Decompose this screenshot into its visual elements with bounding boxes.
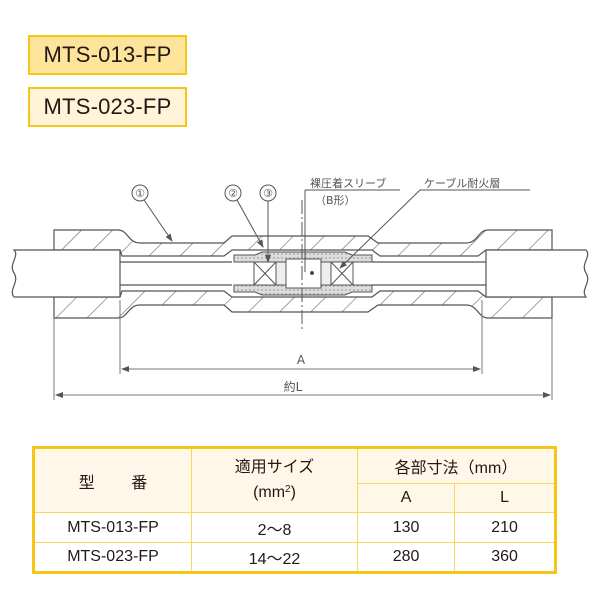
- cell-a: 130: [356, 512, 456, 543]
- dimension-lines: [53, 300, 553, 400]
- sleeve-type-label: （B形）: [315, 194, 356, 207]
- cell-l: 360: [454, 542, 556, 573]
- callouts: [131, 184, 530, 272]
- cell-size: 2～8: [191, 512, 358, 543]
- cell-model: MTS-023-FP: [33, 542, 192, 573]
- outer-tube: [53, 229, 553, 319]
- header-col-l: L: [454, 483, 556, 513]
- cell-model: MTS-013-FP: [33, 512, 192, 543]
- header-model: 型 番: [33, 447, 192, 513]
- table-row: MTS-013-FP 2～8 130 210: [33, 512, 556, 543]
- fire-layer-label: ケーブル耐火層: [424, 176, 500, 190]
- cables: [11, 249, 589, 298]
- spec-table: 型 番 適用サイズ (mm2) 各部寸法（mm） A L MTS-013-FP …: [32, 446, 557, 574]
- svg-text:③: ③: [263, 187, 273, 200]
- header-col-a: A: [356, 483, 456, 513]
- header-size: 適用サイズ (mm2): [191, 447, 358, 513]
- dimension-l-label: 約L: [284, 379, 303, 394]
- dimension-a-label: A: [297, 353, 306, 367]
- cell-l: 210: [454, 512, 556, 543]
- model-badge-mts-023-fp: MTS-023-FP: [28, 87, 187, 127]
- cross-section-diagram: ① ② ③ 裸圧着スリーブ （B形） ケーブル耐火層 A 約L: [0, 160, 600, 420]
- cell-a: 280: [356, 542, 456, 573]
- header-dimensions: 各部寸法（mm）: [357, 447, 556, 484]
- crimp-sleeve: [233, 251, 373, 296]
- cell-size: 14～22: [191, 542, 358, 573]
- sleeve-label: 裸圧着スリーブ: [310, 176, 386, 190]
- svg-text:①: ①: [135, 187, 145, 200]
- svg-text:②: ②: [228, 187, 238, 200]
- model-badge-mts-013-fp: MTS-013-FP: [28, 35, 187, 75]
- table-row: MTS-023-FP 14～22 280 360: [33, 542, 556, 573]
